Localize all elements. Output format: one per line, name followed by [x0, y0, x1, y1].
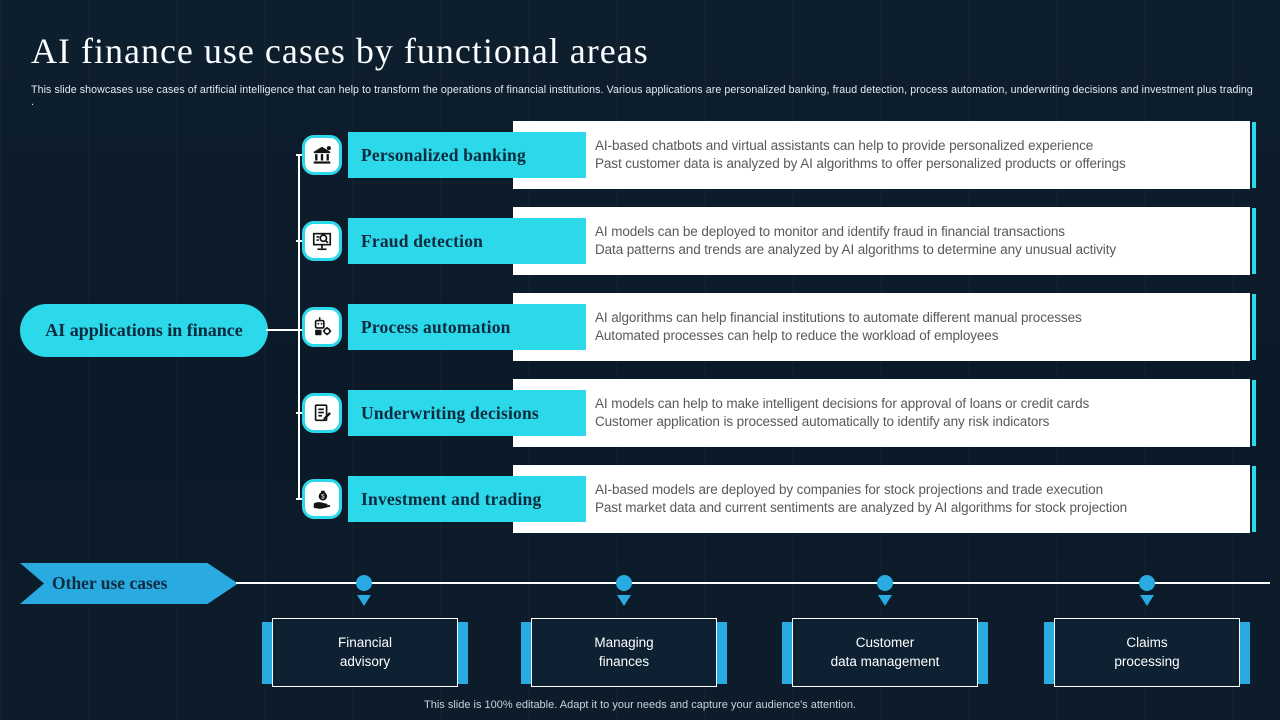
- panel-accent-stripe: [1252, 380, 1256, 446]
- banner-label: Other use cases: [52, 573, 168, 593]
- box-label-line: Claims: [1126, 635, 1168, 651]
- bullet-item: AI models can be deployed to monitor and…: [575, 223, 1116, 241]
- usecase-row-investment-trading: AI-based models are deployed by companie…: [0, 465, 1280, 533]
- bullet-item: AI-based models are deployed by companie…: [575, 481, 1127, 499]
- other-use-cases-banner: Other use cases: [20, 563, 238, 604]
- box-accent-bar: [782, 622, 792, 684]
- bullet-panel: AI models can be deployed to monitor and…: [513, 207, 1250, 275]
- box-accent-bar: [978, 622, 988, 684]
- timeline-dot: [1139, 575, 1155, 591]
- bullet-list: AI-based chatbots and virtual assistants…: [513, 137, 1126, 173]
- down-arrow-icon: [617, 595, 631, 606]
- bullet-item: Past market data and current sentiments …: [575, 499, 1127, 517]
- connector-stub: [296, 240, 304, 242]
- category-label: Investment and trading: [348, 476, 586, 522]
- page-title: AI finance use cases by functional areas: [31, 31, 649, 71]
- panel-accent-stripe: [1252, 294, 1256, 360]
- hub-pill: AI applications in finance: [20, 304, 268, 357]
- bullet-panel: AI algorithms can help financial institu…: [513, 293, 1250, 361]
- bullet-item: AI algorithms can help financial institu…: [575, 309, 1082, 327]
- box-accent-bar: [717, 622, 727, 684]
- box-accent-bar: [521, 622, 531, 684]
- down-arrow-icon: [357, 595, 371, 606]
- hub-connector-line: [266, 329, 302, 331]
- money-hand-icon: $: [302, 479, 342, 519]
- box-label-line: Managing: [594, 635, 654, 651]
- bullet-list: AI algorithms can help financial institu…: [513, 309, 1082, 345]
- bullet-panel: AI-based chatbots and virtual assistants…: [513, 121, 1250, 189]
- bullet-item: AI-based chatbots and virtual assistants…: [575, 137, 1126, 155]
- category-label: Fraud detection: [348, 218, 586, 264]
- bullet-list: AI-based models are deployed by companie…: [513, 481, 1127, 517]
- bullet-panel: AI models can help to make intelligent d…: [513, 379, 1250, 447]
- vertical-connector-line: [298, 155, 300, 500]
- down-arrow-icon: [878, 595, 892, 606]
- other-usecase-box-claims-processing: Claims processing: [1054, 618, 1240, 687]
- box-label-line: advisory: [339, 653, 391, 669]
- usecase-row-personalized-banking: AI-based chatbots and virtual assistants…: [0, 121, 1280, 189]
- bullet-item: Customer application is processed automa…: [575, 413, 1089, 431]
- panel-accent-stripe: [1252, 466, 1256, 532]
- bullet-item: Automated processes can help to reduce t…: [575, 327, 1082, 345]
- timeline-dot: [877, 575, 893, 591]
- connector-stub: [296, 154, 304, 156]
- box-label-line: Customer: [855, 635, 915, 651]
- timeline-dot: [356, 575, 372, 591]
- usecase-row-fraud-detection: AI models can be deployed to monitor and…: [0, 207, 1280, 275]
- bullet-item: AI models can help to make intelligent d…: [575, 395, 1089, 413]
- down-arrow-icon: [1140, 595, 1154, 606]
- bullet-item: Past customer data is analyzed by AI alg…: [575, 155, 1126, 173]
- other-usecase-box-customer-data-management: Customer data management: [792, 618, 978, 687]
- box-accent-bar: [1240, 622, 1250, 684]
- timeline-line: [236, 582, 1270, 584]
- slide-description: This slide showcases use cases of artifi…: [31, 84, 1253, 108]
- box-label-line: Financial: [337, 635, 393, 651]
- panel-accent-stripe: [1252, 122, 1256, 188]
- svg-text:$: $: [321, 494, 325, 500]
- box-accent-bar: [1044, 622, 1054, 684]
- box-label-line: processing: [1114, 653, 1180, 669]
- timeline-dot: [616, 575, 632, 591]
- category-label: Personalized banking: [348, 132, 586, 178]
- box-label-line: finances: [598, 653, 650, 669]
- connector-stub: [296, 412, 304, 414]
- box-label-line: data management: [830, 653, 940, 669]
- box-accent-bar: [262, 622, 272, 684]
- bullet-list: AI models can help to make intelligent d…: [513, 395, 1089, 431]
- category-label: Process automation: [348, 304, 586, 350]
- bullet-panel: AI-based models are deployed by companie…: [513, 465, 1250, 533]
- footer-note: This slide is 100% editable. Adapt it to…: [424, 699, 856, 711]
- usecase-row-process-automation: AI algorithms can help financial institu…: [0, 293, 1280, 361]
- robot-gear-icon: [302, 307, 342, 347]
- bullet-list: AI models can be deployed to monitor and…: [513, 223, 1116, 259]
- hub-label: AI applications in finance: [45, 320, 243, 340]
- bullet-item: Data patterns and trends are analyzed by…: [575, 241, 1116, 259]
- connector-stub: [296, 498, 304, 500]
- panel-accent-stripe: [1252, 208, 1256, 274]
- usecase-row-underwriting-decisions: AI models can help to make intelligent d…: [0, 379, 1280, 447]
- other-usecase-box-managing-finances: Managing finances: [531, 618, 717, 687]
- other-usecase-box-financial-advisory: Financial advisory: [272, 618, 458, 687]
- document-pen-icon: [302, 393, 342, 433]
- bank-icon: [302, 135, 342, 175]
- category-label: Underwriting decisions: [348, 390, 586, 436]
- box-accent-bar: [458, 622, 468, 684]
- fraud-monitor-icon: [302, 221, 342, 261]
